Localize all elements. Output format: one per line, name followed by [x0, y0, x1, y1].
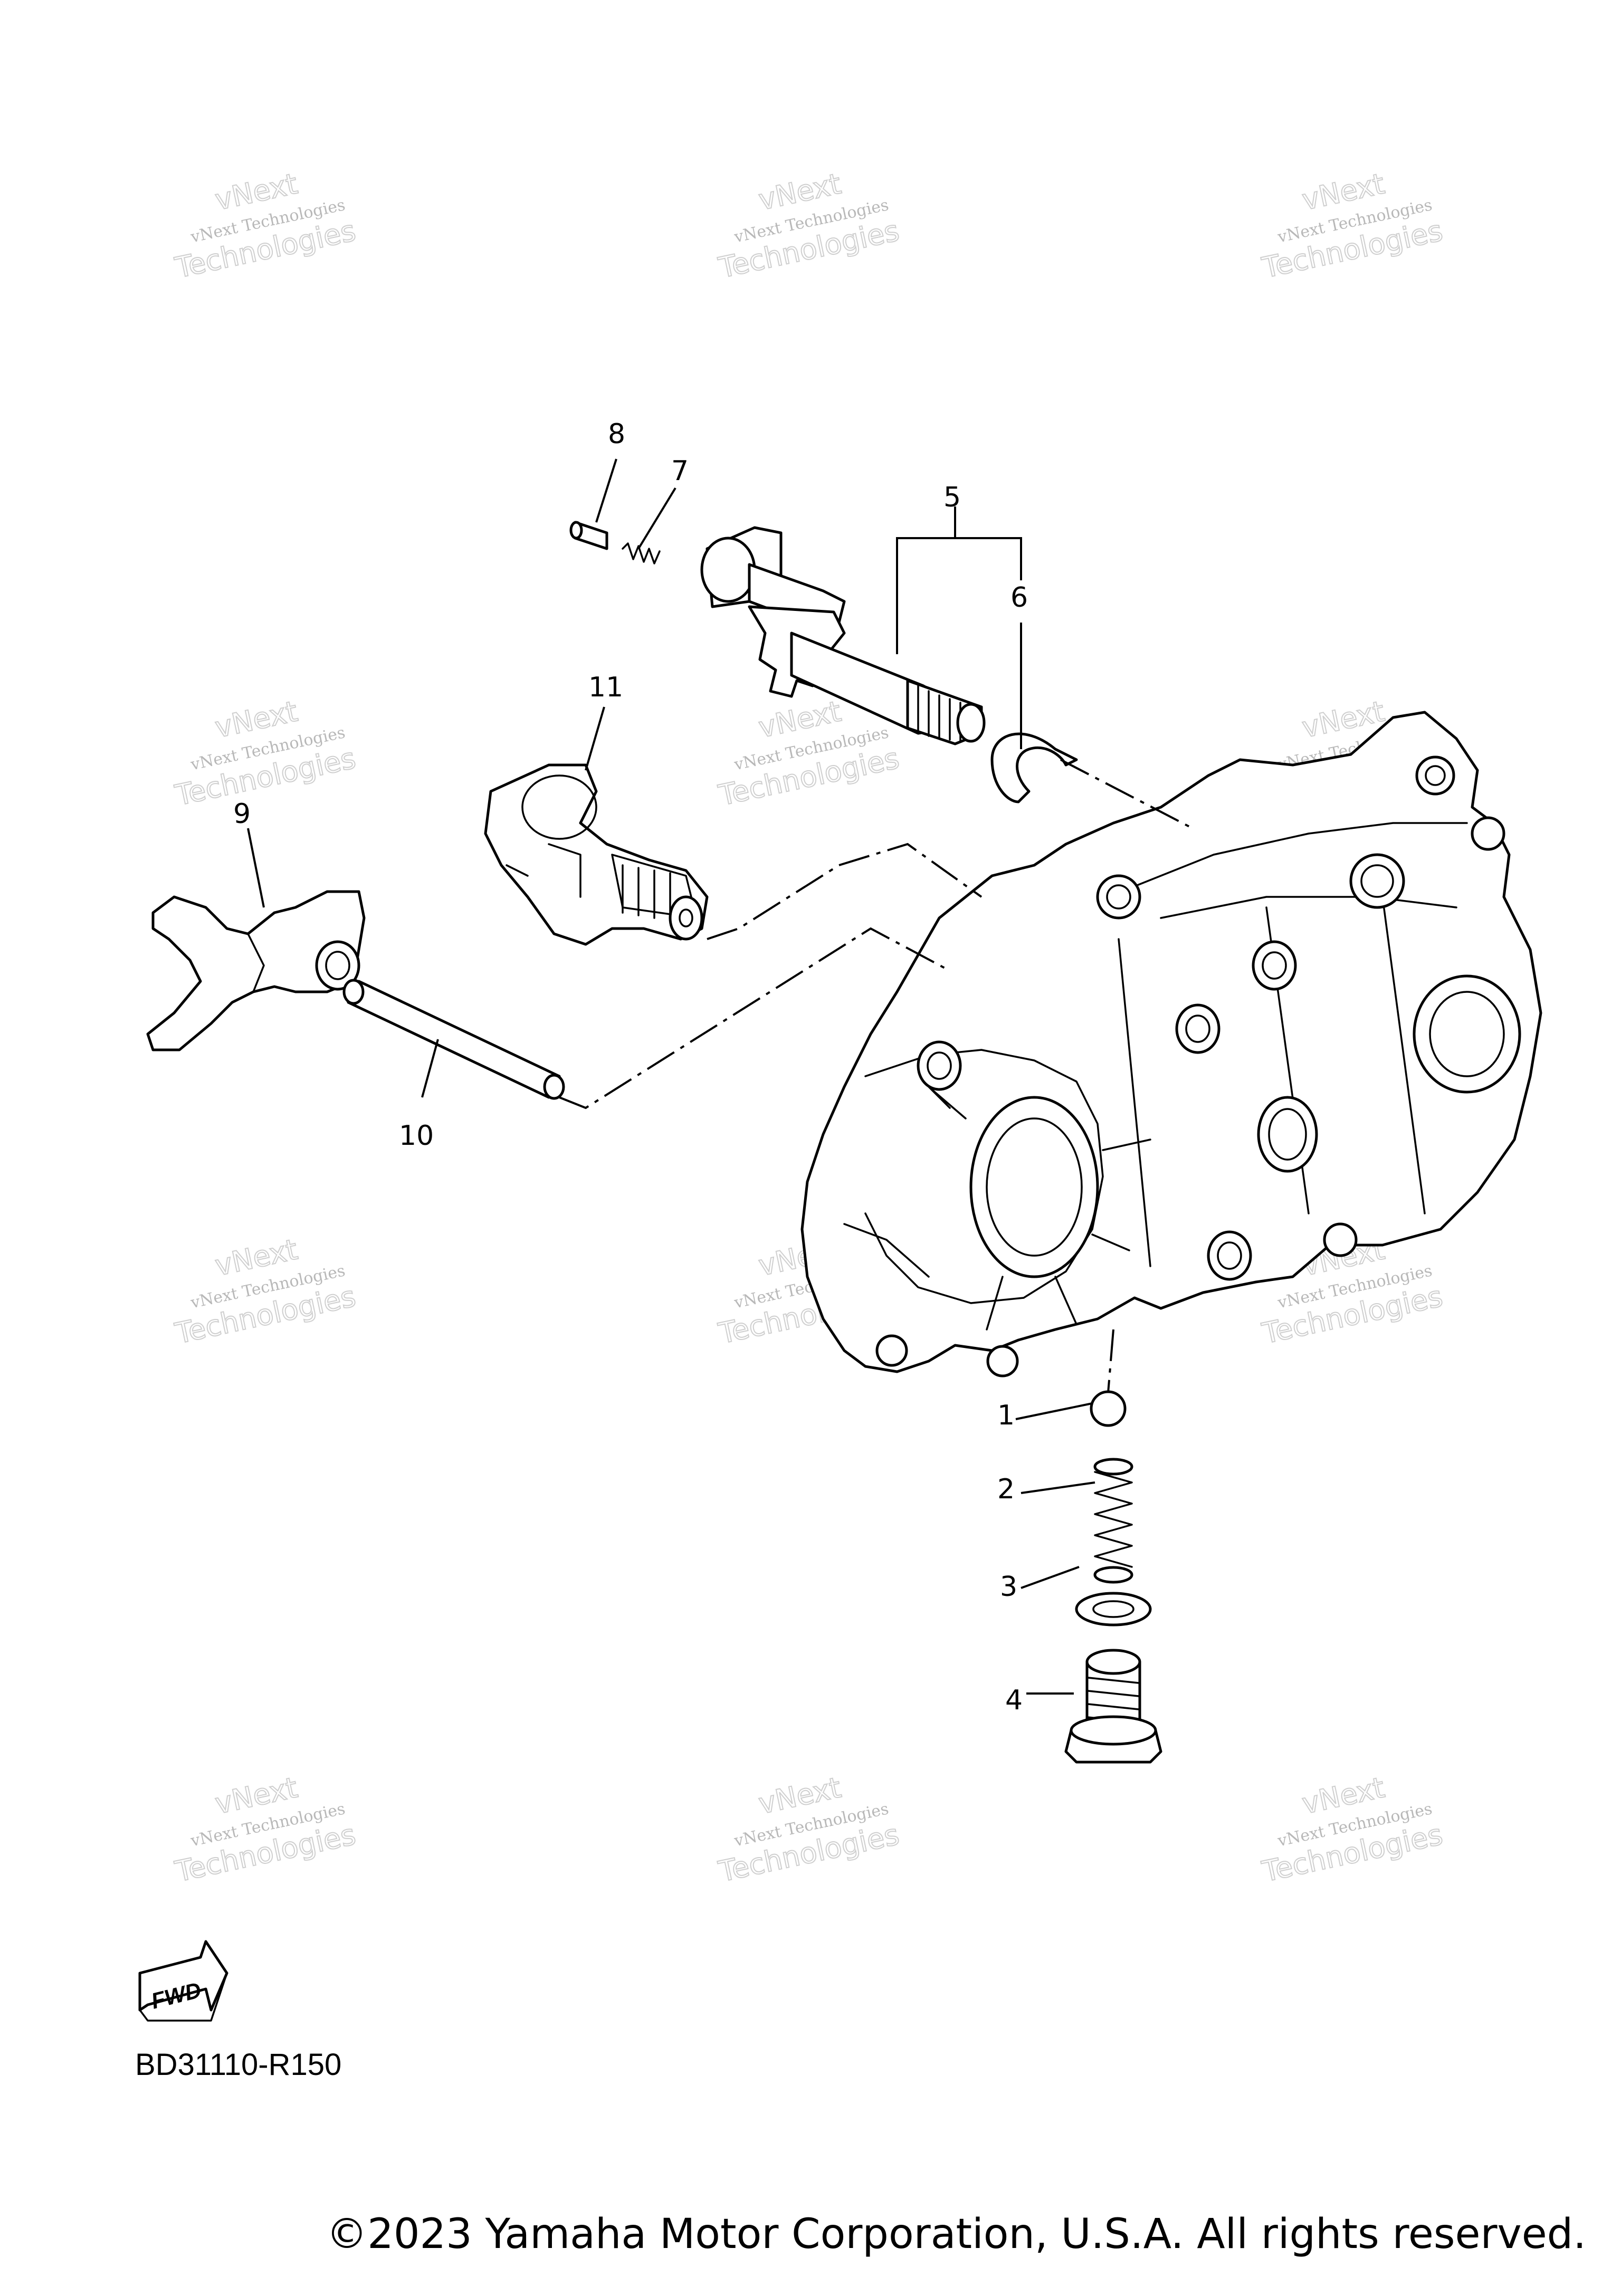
crankcase-cover	[800, 711, 1542, 1377]
leader-lines	[247, 458, 1095, 1695]
callout-11: 11	[588, 672, 623, 703]
stopper-pin	[569, 521, 608, 550]
guide-bar	[342, 979, 565, 1100]
shift-shaft	[700, 526, 986, 745]
callout-2: 2	[997, 1474, 1015, 1505]
fwd-arrow-icon: FWD	[138, 1940, 228, 2022]
callout-labels: 1 2 3 4 5 6 7 8 9 10 11	[233, 418, 1028, 1716]
circlip	[990, 732, 1078, 803]
copyright-notice: ©2023 Yamaha Motor Corporation, U.S.A. A…	[326, 2211, 1586, 2258]
callout-9: 9	[233, 798, 251, 830]
gasket-washer	[1075, 1592, 1152, 1627]
callout-5: 5	[943, 482, 961, 513]
callout-6: 6	[1010, 582, 1028, 614]
callout-8: 8	[608, 418, 625, 450]
compression-spring	[1093, 1458, 1133, 1584]
callout-10: 10	[399, 1120, 434, 1152]
callout-3: 3	[1000, 1571, 1017, 1603]
pin-spring	[622, 542, 661, 565]
callout-4: 4	[1005, 1685, 1023, 1716]
callout-7: 7	[671, 455, 689, 487]
detent-ball	[1090, 1390, 1127, 1427]
drain-bolt	[1064, 1649, 1162, 1764]
diagram-code: BD31110-R150	[135, 2048, 342, 2082]
shift-fork	[146, 890, 366, 1051]
shift-drum	[484, 763, 709, 946]
callout-1: 1	[997, 1400, 1015, 1431]
assembly-lines	[559, 759, 1193, 1393]
